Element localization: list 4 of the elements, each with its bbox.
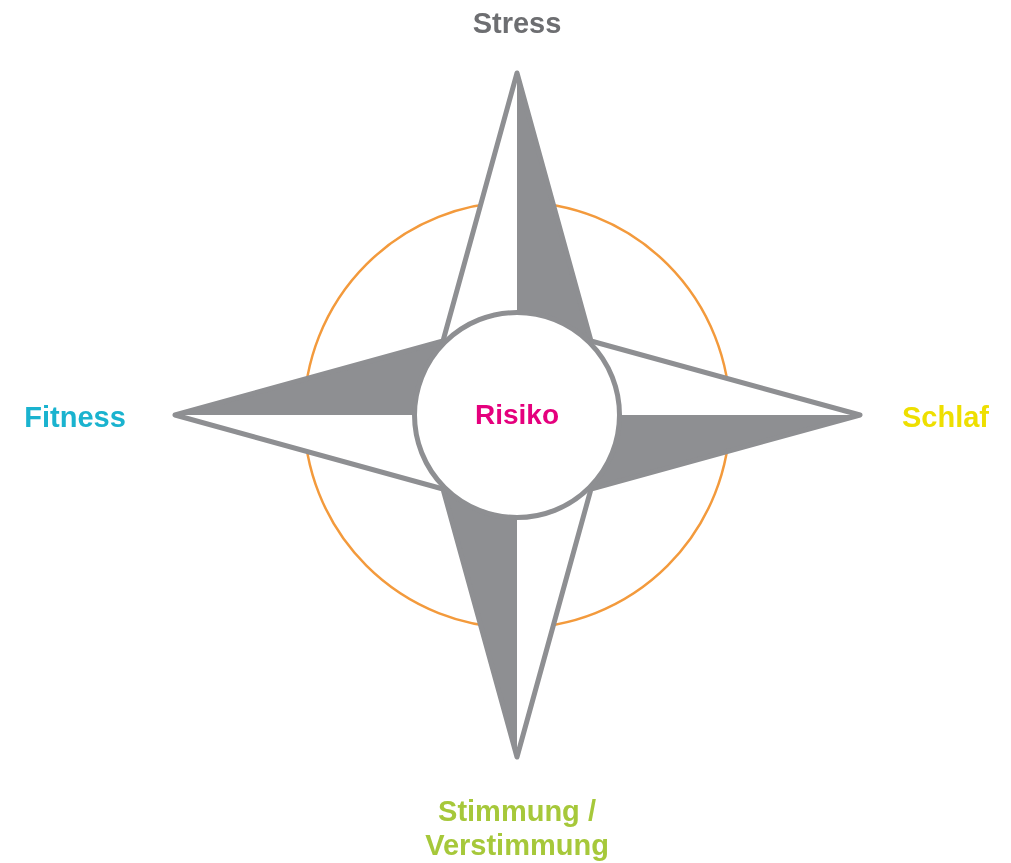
axis-label: Schlaf xyxy=(901,400,990,435)
axis-label: Stress xyxy=(471,6,563,41)
axis-label: Fitness xyxy=(23,400,127,435)
axis-label: Stimmung / Verstimmung xyxy=(424,794,610,862)
